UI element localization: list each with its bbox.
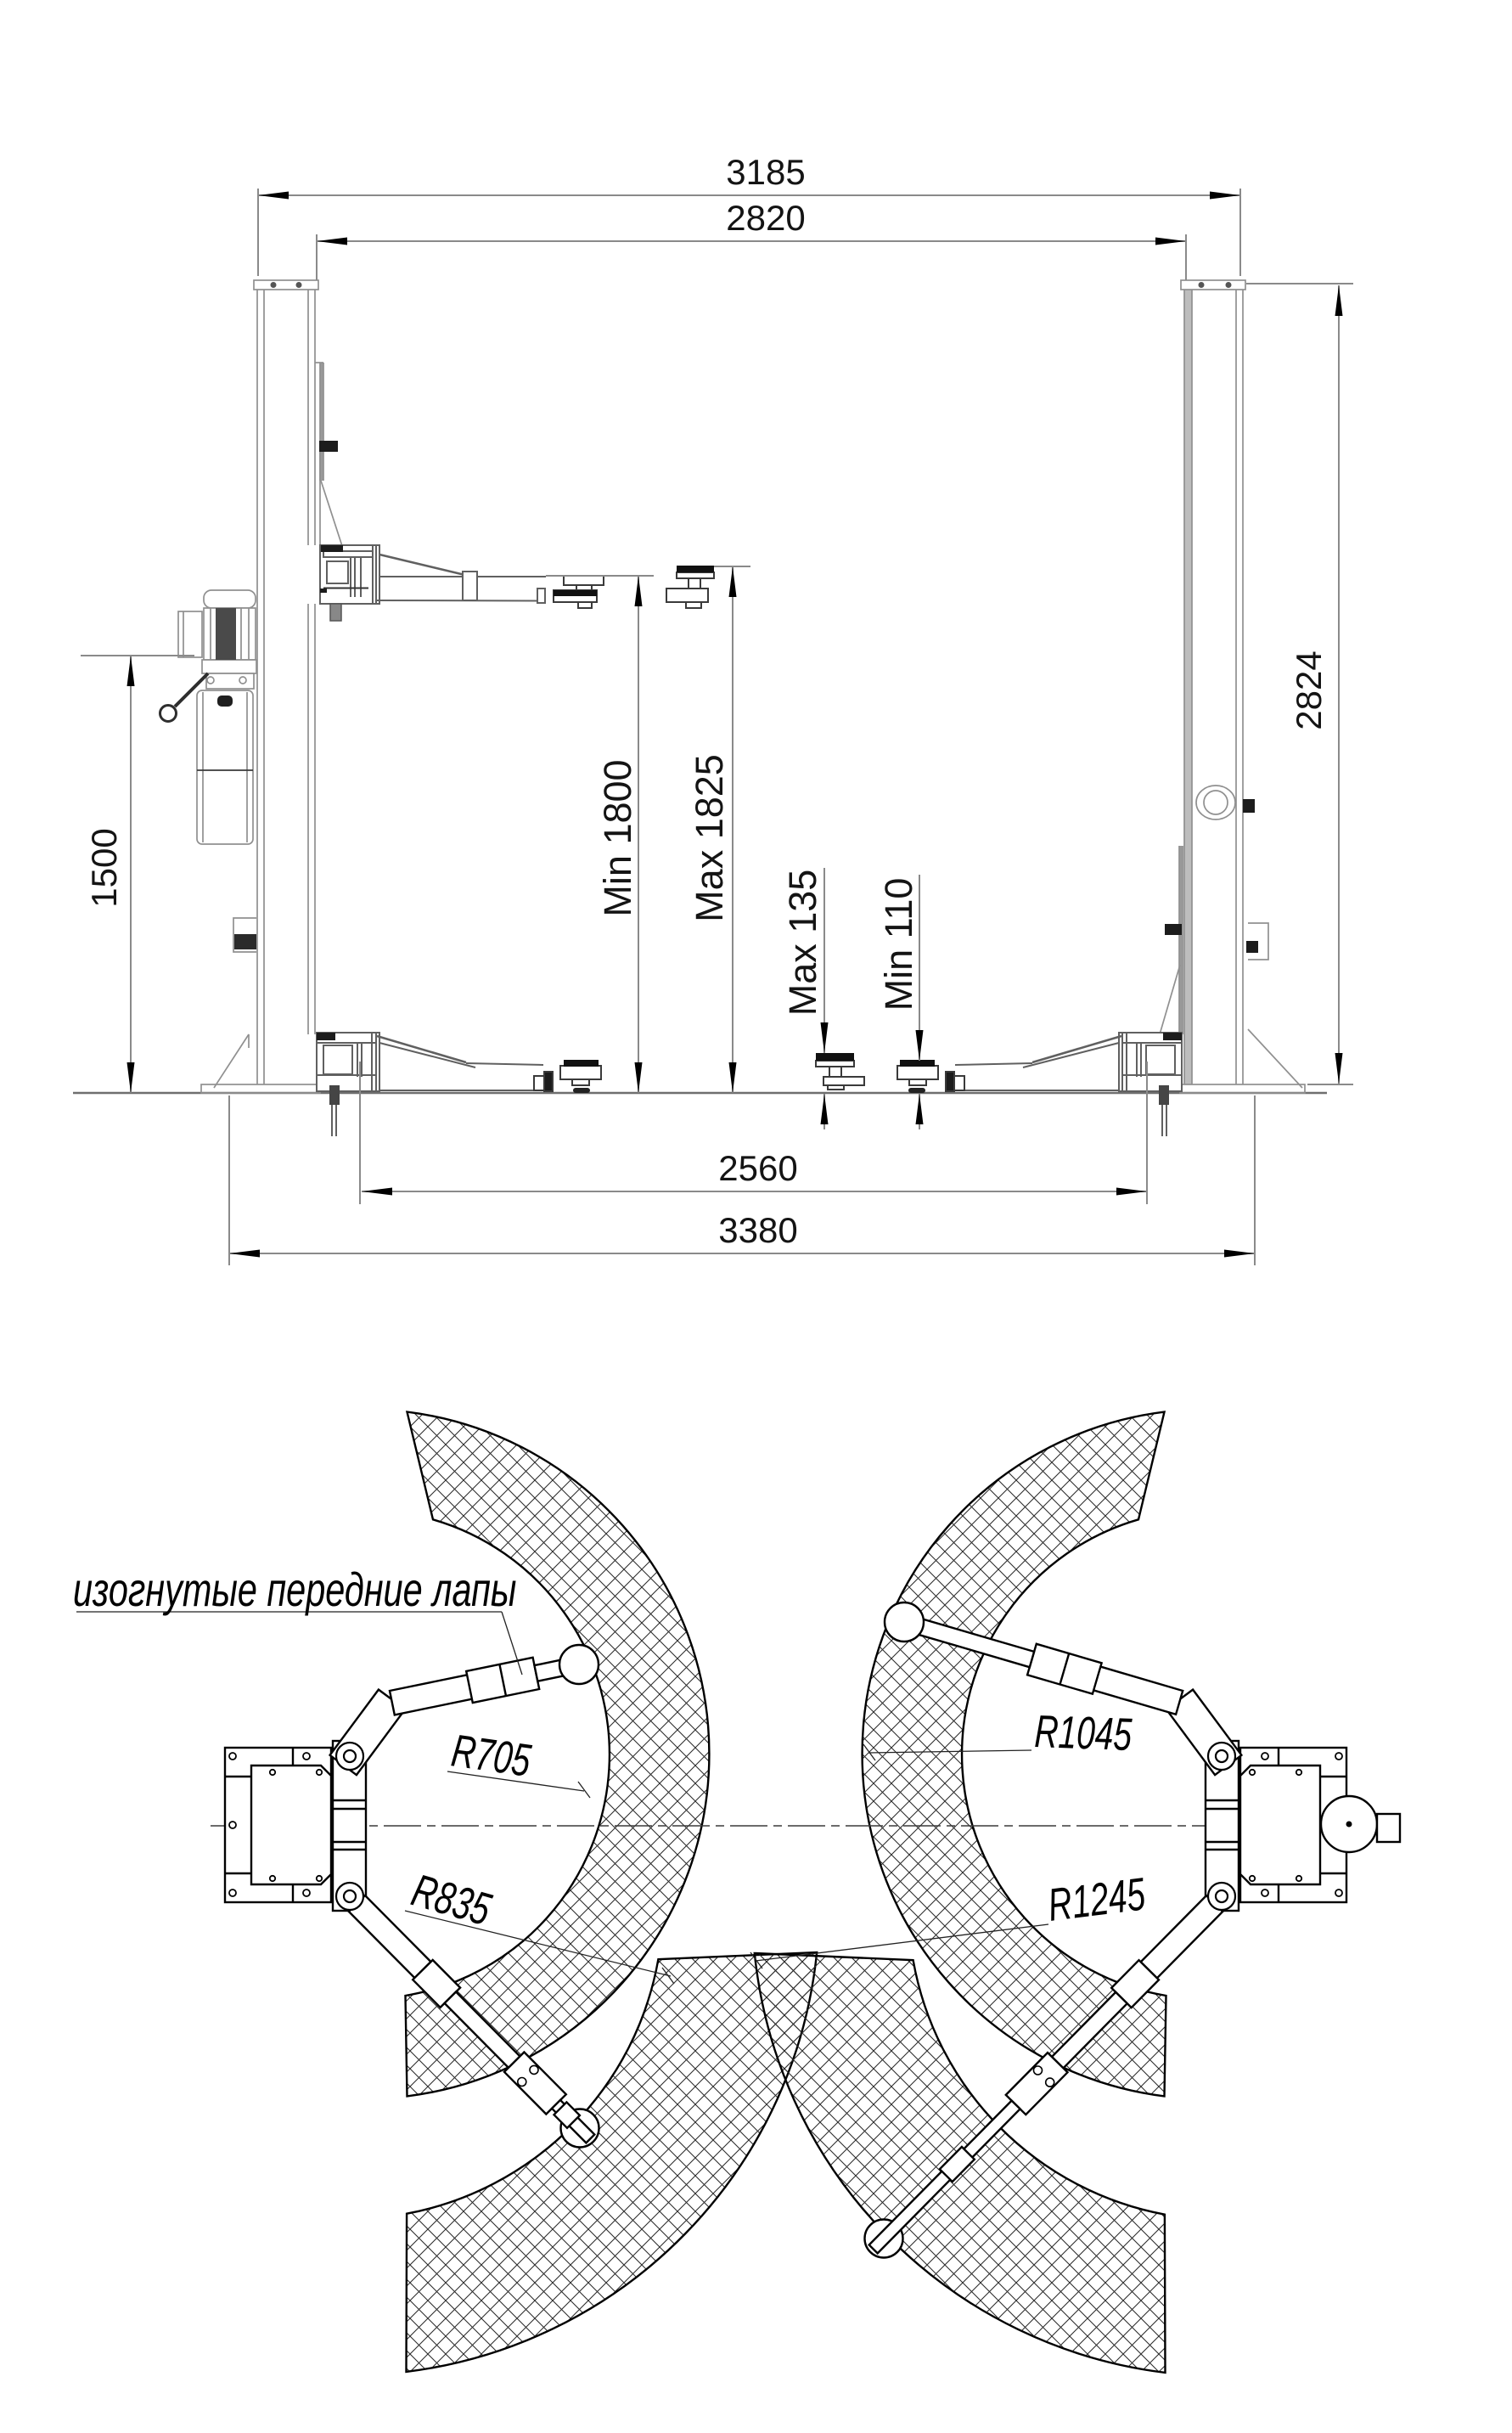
svg-text:Max 135: Max 135	[781, 870, 824, 1017]
svg-text:изогнутые передние лапы: изогнутые передние лапы	[73, 1563, 516, 1617]
svg-text:R1245: R1245	[1045, 1867, 1149, 1930]
svg-text:3185: 3185	[726, 152, 805, 192]
svg-text:Max 1825: Max 1825	[688, 754, 731, 922]
svg-text:R705: R705	[448, 1724, 534, 1786]
svg-text:3380: 3380	[718, 1210, 797, 1250]
svg-text:2824: 2824	[1289, 650, 1329, 729]
svg-text:R1045: R1045	[1034, 1705, 1133, 1760]
svg-text:Min 1800: Min 1800	[596, 759, 639, 916]
svg-text:1500: 1500	[84, 828, 124, 907]
svg-text:2560: 2560	[718, 1148, 797, 1188]
svg-text:Min 110: Min 110	[877, 878, 920, 1011]
svg-text:2820: 2820	[726, 198, 805, 238]
